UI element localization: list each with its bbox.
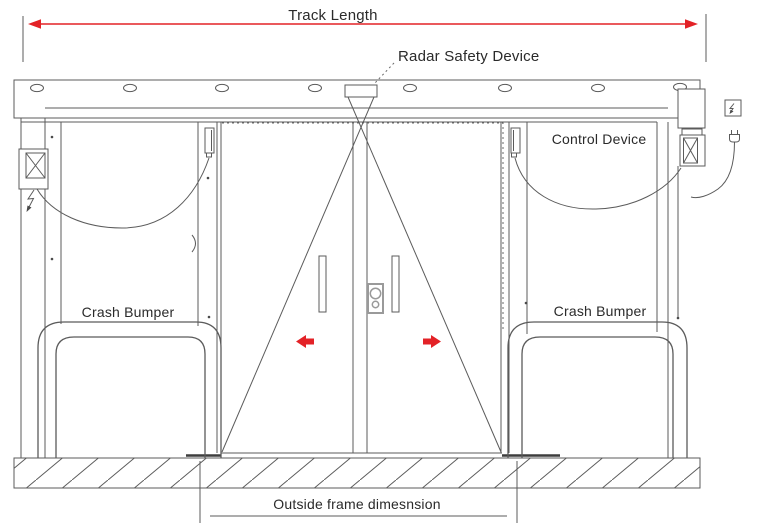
hazard-lightning-icon xyxy=(27,189,35,210)
open-direction-arrow-right-icon xyxy=(423,335,441,348)
outside-frame-dimension: Outside frame dimesnsion xyxy=(199,461,518,523)
crash-bumper-right: Crash Bumper xyxy=(507,303,688,458)
lightning-box-icon xyxy=(724,99,742,117)
arrowhead-right-icon xyxy=(685,19,698,29)
crash-bumper-outline xyxy=(521,336,674,458)
screw-dots xyxy=(50,135,680,320)
ground-hatch xyxy=(13,457,701,489)
open-position-outline xyxy=(222,122,504,330)
open-direction-arrow-left-icon xyxy=(296,335,314,348)
right-safety-sensor xyxy=(510,127,521,158)
power-plug-icon xyxy=(690,130,740,199)
detection-cone xyxy=(221,96,375,453)
crash-bumper-outline xyxy=(37,321,222,458)
cable-loop-mark xyxy=(191,234,196,253)
sliding-door-panels xyxy=(186,122,560,457)
crash-bumper-left-label: Crash Bumper xyxy=(82,304,175,320)
track-length-dimension: Track Length xyxy=(22,7,707,62)
crash-bumper-right-label: Crash Bumper xyxy=(554,303,647,319)
crash-bumper-outline xyxy=(507,321,688,458)
radar-safety-device: Radar Safety Device xyxy=(221,48,539,453)
left-motor-unit xyxy=(18,148,49,212)
radar-safety-device-label: Radar Safety Device xyxy=(398,48,539,65)
crash-bumper-outline xyxy=(55,336,206,458)
left-safety-sensor xyxy=(204,127,215,158)
door-lock-icon xyxy=(367,283,384,314)
right-motor-unit xyxy=(677,88,706,167)
track-length-label: Track Length xyxy=(288,7,377,24)
door-handle-icon xyxy=(391,255,400,313)
sensor-cable-right xyxy=(514,157,682,210)
door-frame xyxy=(20,118,680,458)
motor-housing xyxy=(677,88,706,129)
oval-track-hole-icon xyxy=(30,82,687,93)
detection-cone xyxy=(347,96,502,453)
arrowhead-left-icon xyxy=(28,19,41,29)
door-handle-icon xyxy=(318,255,327,313)
outside-frame-dimension-label: Outside frame dimesnsion xyxy=(273,496,440,512)
control-device-label: Control Device xyxy=(552,131,647,147)
radar-device-icon xyxy=(344,84,378,98)
crash-bumper-left: Crash Bumper xyxy=(37,304,222,458)
ground xyxy=(13,457,701,489)
plug-cable xyxy=(690,141,735,199)
sensor-cable-left xyxy=(36,157,210,229)
